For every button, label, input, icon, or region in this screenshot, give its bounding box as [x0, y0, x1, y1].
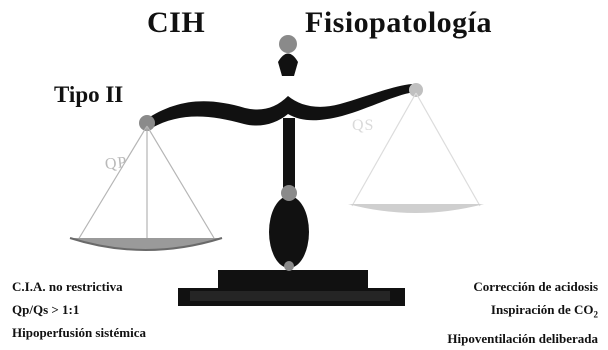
left-factor-item: Qp/Qs > 1:1 [12, 298, 146, 321]
right-factor-item: Inspiración de CO2 [447, 298, 598, 327]
left-pan-label: QP [104, 154, 128, 174]
scale-right-end-knob [409, 83, 423, 97]
scale-base-top [218, 270, 368, 290]
left-factor-item: Hipoperfusión sistémica [12, 321, 146, 344]
scale-top-knob [279, 35, 297, 53]
left-factor-list: C.I.A. no restrictiva Qp/Qs > 1:1 Hipope… [12, 275, 146, 344]
right-factor-item: Corrección de acidosis [447, 275, 598, 298]
scale-right-pan [348, 204, 484, 213]
co2-subscript: 2 [594, 310, 599, 320]
right-pan-label: QS [352, 117, 374, 135]
right-factor-list: Corrección de acidosis Inspiración de CO… [447, 275, 598, 350]
scale-pillar-body [269, 196, 309, 268]
scale-pillar-knob [281, 185, 297, 201]
left-factor-item: C.I.A. no restrictiva [12, 275, 146, 298]
co2-text: Inspiración de CO [491, 302, 594, 317]
right-factor-item: Hipoventilación deliberada [447, 327, 598, 350]
